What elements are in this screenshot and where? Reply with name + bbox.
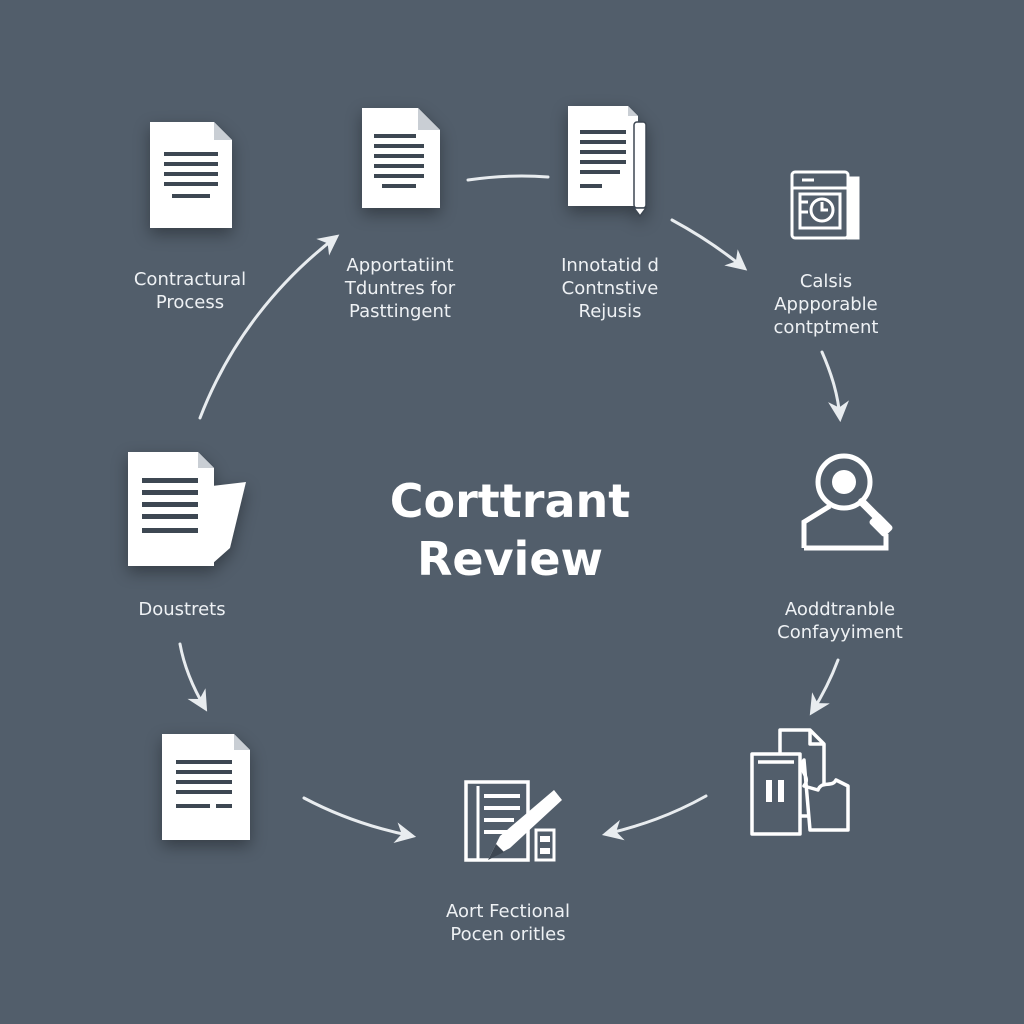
arrow-left-down xyxy=(178,642,208,712)
arrow-bottom-left xyxy=(302,796,417,843)
arrow-bottom-right xyxy=(601,794,708,841)
document-with-pen-icon xyxy=(568,106,648,218)
step-label-innotatid: Innotatid d Contnstive Rejusis xyxy=(561,255,659,322)
diagram-title: Corttrant Review xyxy=(390,472,631,588)
arrow-top-right xyxy=(670,218,748,271)
arrow-right-down-1 xyxy=(820,350,850,423)
step-label-doustrets: Doustrets xyxy=(138,599,226,620)
step-label-apportatiunt: Apportatiint Tduntres for Pasttingent xyxy=(344,255,456,322)
document-icon xyxy=(150,122,232,228)
document-icon xyxy=(362,108,440,208)
arrow-right-down-2 xyxy=(809,658,840,716)
folder-document-icon xyxy=(128,452,246,566)
magnifier-user-icon xyxy=(801,453,893,551)
arrow-left-up xyxy=(198,234,340,420)
step-label-contractual-process: Contractural Process xyxy=(133,269,247,313)
title-line-2: Review xyxy=(416,532,604,586)
step-label-calsis: Calsis Appporable contptment xyxy=(773,271,879,338)
step-label-aoddtranble: Aoddtranble Confayyiment xyxy=(777,599,903,643)
calendar-clock-icon xyxy=(790,170,860,240)
arrow-top-1 xyxy=(466,174,550,182)
files-icon xyxy=(750,728,850,836)
edit-document-icon xyxy=(464,780,562,862)
document-icon xyxy=(162,734,250,840)
title-line-1: Corttrant xyxy=(389,474,631,528)
step-label-aort-fectional: Aort Fectional Pocen oritles xyxy=(445,901,571,945)
